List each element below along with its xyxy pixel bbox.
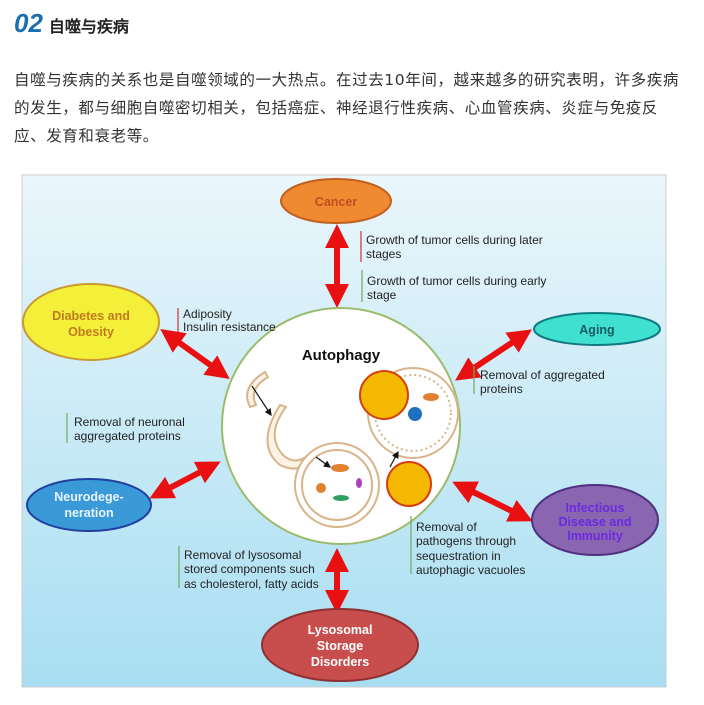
effect-text: aggregated proteins bbox=[74, 429, 181, 443]
effect-labels: Growth of tumor cells during later stage… bbox=[74, 233, 605, 591]
svg-text:Immunity: Immunity bbox=[567, 529, 623, 543]
node-diabetes-obesity: Diabetes and Obesity bbox=[22, 283, 160, 361]
node-aging: Aging bbox=[533, 312, 661, 346]
arrow-diabetes bbox=[160, 328, 230, 380]
svg-text:Infectious: Infectious bbox=[565, 501, 624, 515]
section-heading: 02 自噬与疾病 bbox=[14, 8, 129, 39]
svg-text:Diabetes and: Diabetes and bbox=[52, 309, 130, 323]
section-title: 自噬与疾病 bbox=[48, 17, 129, 36]
autophagy-label: Autophagy bbox=[302, 347, 381, 364]
svg-text:Aging: Aging bbox=[579, 323, 614, 337]
arrow-infectious bbox=[452, 481, 533, 522]
svg-text:Disease and: Disease and bbox=[559, 515, 632, 529]
effect-text: proteins bbox=[480, 382, 523, 396]
intro-paragraph: 自噬与疾病的关系也是自噬领域的一大热点。在过去10年间，越来越多的研究表明，许多… bbox=[14, 71, 679, 145]
svg-text:Neurodege-: Neurodege- bbox=[54, 490, 123, 504]
svg-text:Lysosomal: Lysosomal bbox=[308, 623, 373, 637]
svg-text:Storage: Storage bbox=[317, 639, 364, 653]
effect-text: Removal of neuronal bbox=[74, 415, 185, 429]
effect-text: stages bbox=[366, 247, 401, 261]
effect-indicators bbox=[66, 231, 475, 588]
node-neurodegeneration: Neurodege- neration bbox=[26, 478, 152, 532]
effect-text: as cholesterol, fatty acids bbox=[184, 577, 319, 591]
effect-text: stored components such bbox=[184, 562, 315, 576]
node-cancer: Cancer bbox=[280, 178, 392, 224]
svg-text:neration: neration bbox=[64, 506, 113, 520]
svg-text:Obesity: Obesity bbox=[68, 325, 114, 339]
effect-text: Growth of tumor cells during early bbox=[367, 274, 546, 288]
node-infectious-disease: Infectious Disease and Immunity bbox=[531, 484, 659, 556]
effect-text: Adiposity bbox=[183, 307, 232, 321]
section-number: 02 bbox=[14, 8, 43, 38]
effect-text: sequestration in bbox=[416, 549, 501, 563]
autophagy-illustration bbox=[246, 367, 459, 528]
effect-text: stage bbox=[367, 288, 397, 302]
node-lysosomal-storage: Lysosomal Storage Disorders bbox=[261, 608, 419, 682]
effect-text: Removal of bbox=[416, 520, 477, 534]
effect-text: pathogens through bbox=[416, 534, 516, 548]
effect-text: Removal of aggregated bbox=[480, 368, 605, 382]
effect-text: autophagic vacuoles bbox=[416, 563, 525, 577]
svg-text:Disorders: Disorders bbox=[311, 655, 369, 669]
effect-text: Removal of lysosomal bbox=[184, 548, 301, 562]
svg-text:Cancer: Cancer bbox=[315, 195, 358, 209]
effect-text: Growth of tumor cells during later bbox=[366, 233, 543, 247]
effect-text: Insulin resistance bbox=[183, 320, 276, 334]
arrow-neuro bbox=[149, 461, 221, 499]
